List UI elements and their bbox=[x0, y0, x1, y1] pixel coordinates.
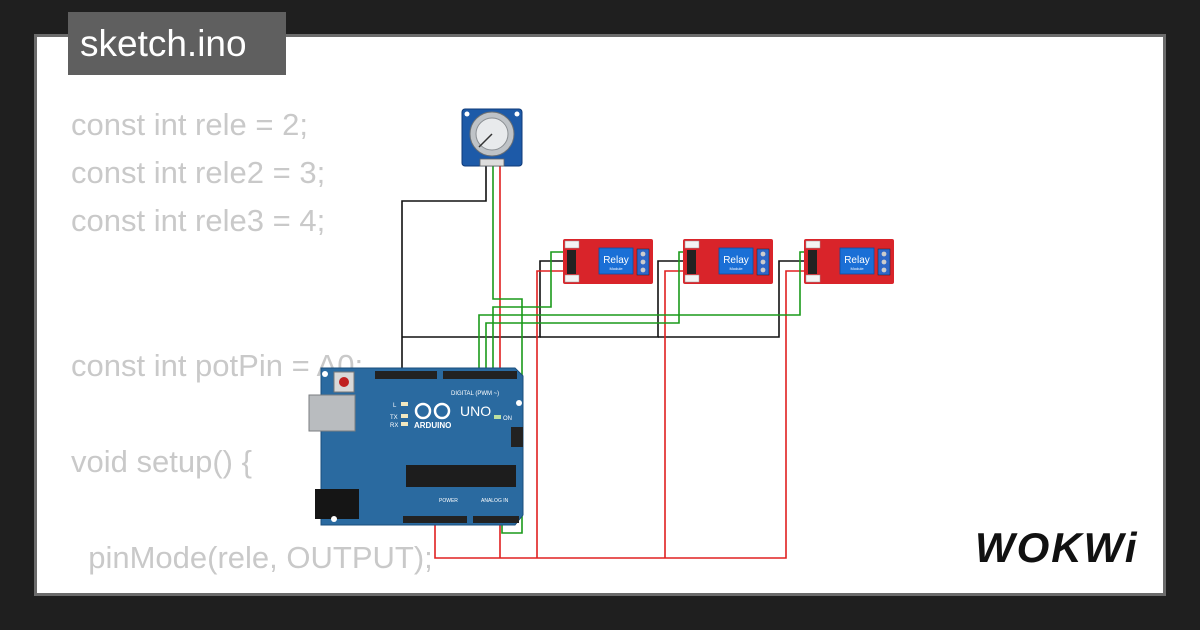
code-line: const int rele3 = 4; bbox=[71, 203, 326, 238]
relay-label: Relay bbox=[844, 255, 870, 266]
wire-black bbox=[402, 260, 569, 338]
rx-label: RX bbox=[390, 423, 398, 429]
wire-green bbox=[492, 251, 569, 379]
wire-red bbox=[434, 270, 809, 559]
potentiometer[interactable] bbox=[461, 108, 523, 167]
code-line: pinMode(rele, OUTPUT); bbox=[71, 540, 433, 575]
code-line: pinMode(2, OUTPUT); bbox=[71, 588, 398, 593]
relay-sublabel: Module bbox=[609, 266, 623, 271]
model-label: UNO bbox=[460, 403, 491, 419]
code-line: void setup() { bbox=[71, 444, 252, 479]
power-label: POWER bbox=[439, 498, 458, 504]
microcontroller-chip bbox=[406, 465, 516, 487]
relay-module-3[interactable]: Relay Module bbox=[804, 239, 894, 284]
l-label: L bbox=[393, 403, 397, 409]
relay-module-2[interactable]: Relay Module bbox=[683, 239, 773, 284]
relay-module-1[interactable]: Relay Module bbox=[563, 239, 653, 284]
wire-red bbox=[536, 270, 569, 558]
wire-green bbox=[485, 251, 689, 379]
circuit-diagram: Relay Module Relay Module Relay Module bbox=[308, 108, 894, 559]
on-label: ON bbox=[503, 416, 512, 422]
code-line: const int rele2 = 3; bbox=[71, 155, 326, 190]
digital-label: DIGITAL (PWM ~) bbox=[451, 391, 499, 397]
mount-hole bbox=[464, 111, 470, 117]
mount-hole bbox=[514, 111, 520, 117]
sketch-title: sketch.ino bbox=[68, 12, 286, 75]
usb-port bbox=[308, 394, 356, 432]
relay-sublabel: Module bbox=[850, 266, 864, 271]
wire-black bbox=[540, 260, 689, 338]
relay-label: Relay bbox=[603, 255, 629, 266]
reset-button[interactable] bbox=[339, 377, 349, 387]
power-jack bbox=[315, 489, 359, 519]
relay-sublabel: Module bbox=[729, 266, 743, 271]
analog-label: ANALOG IN bbox=[481, 498, 509, 504]
analog-header bbox=[473, 516, 519, 523]
wire-red bbox=[664, 270, 689, 558]
code-line: const int potPin = A0; bbox=[71, 348, 364, 383]
wire-black bbox=[658, 260, 809, 338]
preview-card: const int rele = 2; const int rele2 = 3;… bbox=[34, 34, 1166, 596]
tx-label: TX bbox=[390, 415, 398, 421]
brand-label: ARDUINO bbox=[414, 421, 451, 430]
power-header bbox=[403, 516, 467, 523]
digital-header bbox=[375, 371, 437, 379]
icsp-header bbox=[511, 427, 523, 447]
code-line: const int rele = 2; bbox=[71, 107, 308, 142]
arduino-logo-icon bbox=[414, 402, 451, 420]
digital-header bbox=[443, 371, 517, 379]
arduino-uno-board[interactable]: DIGITAL (PWM ~) L TX RX UNO ARDUINO ON P… bbox=[308, 367, 524, 526]
code-background: const int rele = 2; const int rele2 = 3;… bbox=[37, 37, 1163, 593]
wokwi-logo: WOKWi bbox=[975, 524, 1139, 571]
relay-label: Relay bbox=[723, 255, 749, 266]
wire-green bbox=[478, 251, 809, 379]
wire-black bbox=[401, 165, 487, 379]
